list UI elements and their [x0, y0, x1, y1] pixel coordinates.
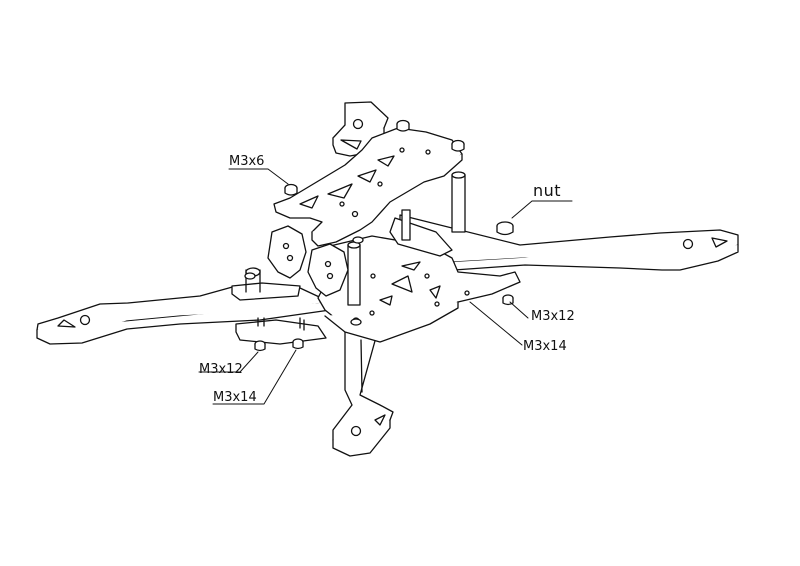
standoffs	[245, 171, 466, 306]
arm-tabs-left	[231, 282, 327, 345]
leader-lines	[198, 168, 573, 405]
screws	[244, 119, 514, 352]
arm-right	[399, 214, 739, 271]
label-m3x14-left: M3x14	[213, 390, 257, 405]
label-nut: nut	[533, 181, 562, 200]
top-plate	[273, 127, 463, 247]
arm-front-bottom	[332, 324, 394, 457]
bottom-plate	[317, 235, 521, 343]
label-m3x12-left: M3x12	[199, 362, 243, 377]
label-m3x12-right: M3x12	[531, 309, 575, 324]
label-m3x6: M3x6	[229, 154, 265, 169]
camera-side-plates	[267, 225, 349, 297]
label-m3x14-right: M3x14	[523, 339, 567, 354]
